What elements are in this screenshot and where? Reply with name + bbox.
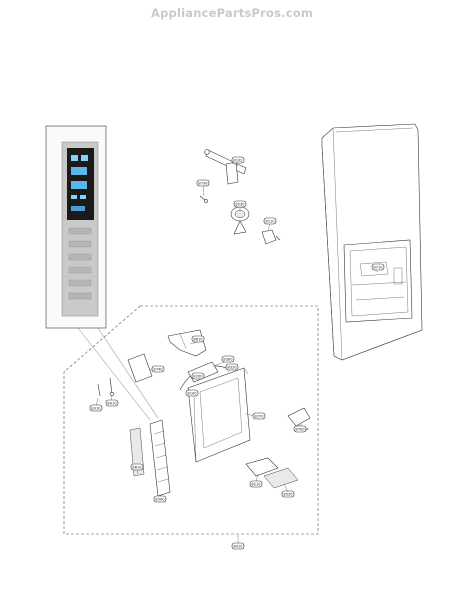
svg-text:8700: 8700 (295, 427, 305, 431)
callout-c-top-1: 8102 (231, 156, 245, 164)
part-small-screws (97, 377, 114, 397)
callout-c-top-4: 8210 (263, 217, 277, 225)
callout-c-dis-11: 8500 (153, 495, 167, 503)
svg-text:8100: 8100 (187, 391, 197, 395)
part-dispenser-frame (187, 367, 251, 463)
svg-text:8520: 8520 (283, 492, 293, 496)
part-display-pcb (149, 419, 171, 497)
callout-c-dis-7: 8700 (293, 425, 307, 433)
svg-text:8740: 8740 (153, 367, 163, 371)
svg-text:8210: 8210 (251, 482, 261, 486)
part-drip-tray (245, 457, 299, 489)
callout-c-dis-8: 8310 (89, 404, 103, 412)
part-paddle (127, 353, 153, 383)
svg-text:8810: 8810 (132, 465, 142, 469)
svg-text:8270: 8270 (254, 414, 264, 418)
svg-text:8010: 8010 (107, 401, 117, 405)
watermark: AppliancePartsPros.com (150, 6, 314, 20)
part-funnel-bracket (167, 329, 207, 357)
callout-c-top-2: 8730 (196, 179, 210, 187)
refrigerator-door (321, 123, 423, 361)
callout-c-dis-2: 8740 (151, 365, 165, 373)
part-switch (261, 229, 281, 245)
callout-c-door: 8710 (371, 263, 385, 271)
callout-c-dis-1: 8810 (191, 335, 205, 343)
svg-text:8300: 8300 (223, 357, 233, 361)
svg-text:8102: 8102 (233, 158, 242, 162)
svg-text:8230: 8230 (235, 202, 245, 206)
part-screw (199, 195, 208, 203)
svg-text:8320: 8320 (227, 365, 237, 369)
part-hinge-bracket (204, 149, 247, 185)
svg-text:8010: 8010 (233, 544, 243, 548)
dispenser-recess (343, 239, 413, 323)
callout-c-bottom: 8010 (231, 542, 245, 550)
svg-text:8810: 8810 (193, 337, 203, 341)
svg-text:8310: 8310 (91, 406, 101, 410)
svg-text:8710: 8710 (373, 265, 383, 269)
control-panel-inset (45, 125, 159, 421)
part-dispenser-motor (230, 206, 250, 235)
control-panel-buttons (68, 227, 92, 300)
callout-c-dis-10: 8810 (130, 463, 144, 471)
callout-c-dis-4: 8320 (225, 363, 239, 371)
callout-c-dis-3: 8300 (221, 355, 235, 363)
svg-text:8200: 8200 (193, 374, 203, 378)
callout-c-top-3: 8230 (233, 200, 247, 208)
svg-text:8730: 8730 (198, 181, 208, 185)
svg-text:8500: 8500 (155, 497, 165, 501)
svg-text:8210: 8210 (265, 219, 275, 223)
dispenser-assembly-boundary (63, 305, 319, 535)
callout-c-dis-13: 8520 (281, 490, 295, 498)
callout-c-dis-5: 8200 (191, 372, 205, 380)
callout-c-dis-6: 8270 (252, 412, 266, 420)
callout-c-dis-9: 8010 (105, 399, 119, 407)
callout-c-dis-12: 8210 (249, 480, 263, 488)
callout-c-dis-14: 8100 (185, 389, 199, 397)
